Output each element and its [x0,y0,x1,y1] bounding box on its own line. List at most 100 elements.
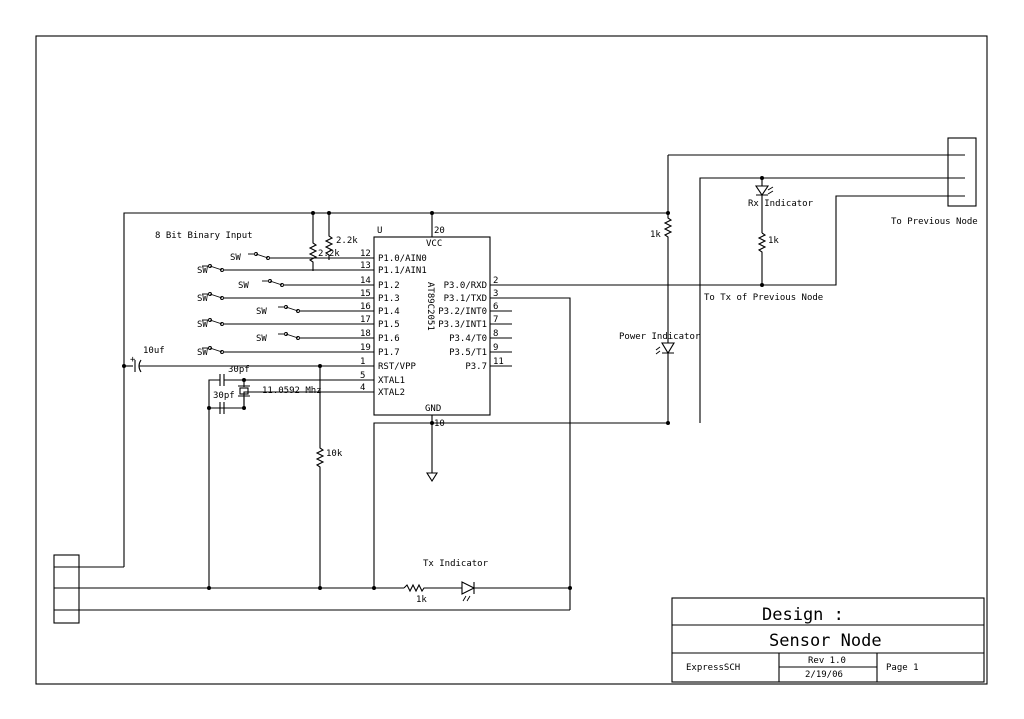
r10k-label: 10k [326,449,343,459]
switch-blade [255,253,269,259]
rx-indicator: Rx Indicator 1k To Tx of Previous Node [490,176,948,423]
switch-label: SW [256,307,267,317]
switch-contact [296,336,300,340]
pot-value: 2.2k [318,249,340,259]
r1k-left-label: 1k [650,230,661,240]
page-number: Page 1 [886,663,919,673]
title-block: Design : Sensor Node ExpressSCH Rev 1.0 … [671,597,985,683]
switch-label: SW [197,294,208,304]
switch-contact [208,292,212,296]
design-name: Sensor Node [769,631,882,651]
switch-contact [208,346,212,350]
chip-pin-number: 14 [360,276,371,286]
tool-name: ExpressSCH [686,663,740,673]
chip-pin-number: 1 [360,357,365,367]
binary-input-label: 8 Bit Binary Input [155,231,253,241]
chip-vcc-pin: 20 [434,226,445,236]
chip-pin-number: 9 [493,343,498,353]
chip-gnd-pin: 10 [434,419,445,429]
to-previous-node-label: To Previous Node [891,217,978,227]
switch-contact [266,256,270,260]
switch-blade [209,293,223,299]
chip-pin-name: P3.5/T1 [449,348,487,358]
chip-pin-name: P3.3/INT1 [438,320,487,330]
r1k-tx-label: 1k [416,595,427,605]
power-indicator-label: Power Indicator [619,332,701,342]
switch-label: SW [197,266,208,276]
switch-contact [208,318,212,322]
switch-label: SW [238,281,249,291]
switch-label: SW [197,320,208,330]
rx-indicator-label: Rx Indicator [748,199,814,209]
revision: Rev 1.0 [808,656,846,666]
reset-network: 10uf + 10k [122,346,374,588]
switch-contact [220,268,224,272]
chip-pin-name: P3.0/RXD [444,281,487,291]
switch-bank: SW SW SW SW SW SW SW SW [197,252,346,358]
chip-pin-number: 16 [360,302,371,312]
switch-blade [285,306,299,312]
chip-pin-number: 19 [360,343,371,353]
switch-blade [285,333,299,339]
chip-pin-name: P3.4/T0 [449,334,487,344]
chip-pin-name: P1.5 [378,320,400,330]
tx-indicator: 1k Tx Indicator [403,297,571,610]
chip-pin-number: 2 [493,276,498,286]
switch-label: SW [230,253,241,263]
switch-contact [284,332,288,336]
power-indicator: 1k Power Indicator [619,155,701,423]
chip-pin-number: 11 [493,357,504,367]
chip-pin-name: P3.7 [465,362,487,372]
switch-contact [280,283,284,287]
cap-30pf-bottom-label: 30pf [213,391,235,401]
chip-ref: U [377,226,382,236]
cap-30pf-top-label: 30pf [228,365,250,375]
switch-contact [220,350,224,354]
chip-pin-name: RST/VPP [378,362,417,372]
switch-blade [209,319,223,325]
switch-contact [220,322,224,326]
to-tx-previous-label: To Tx of Previous Node [704,293,823,303]
chip-pin-number: 6 [493,302,498,312]
chip-name: AT89C2051 [425,282,435,331]
chip-pin-number: 4 [360,383,365,393]
cap-10uf-label: 10uf [143,346,165,356]
switch-label: SW [256,334,267,344]
chip-pin-number: 17 [360,315,371,325]
date: 2/19/06 [805,670,843,680]
switch-blade [269,280,283,286]
r1k-rx-label: 1k [768,236,779,246]
switch-blade [209,265,223,271]
crystal-network: 30pf 30pf 11.0592 Mhz [207,365,374,588]
pullup-resistors: 2.2k 2.2k [308,213,358,271]
switch-contact [268,279,272,283]
chip-pin-number: 7 [493,315,498,325]
chip-pin-name: P1.2 [378,281,400,291]
chip-pin-name: P1.0/AIN0 [378,254,427,264]
chip-vcc: VCC [426,239,442,249]
chip-pin-name: XTAL2 [378,388,405,398]
switch-contact [284,305,288,309]
chip-pin-number: 18 [360,329,371,339]
tx-indicator-label: Tx Indicator [423,559,489,569]
chip-pin-name: P1.6 [378,334,400,344]
switch-contact [220,296,224,300]
chip-pin-name: P1.3 [378,294,400,304]
switch-blade [209,347,223,353]
chip-pin-number: 5 [360,371,365,381]
chip-pin-name: P3.2/INT0 [438,307,487,317]
switch-contact [296,309,300,313]
switch-label: SW [197,348,208,358]
chip-pin-name: P3.1/TXD [444,294,487,304]
chip-pin-name: P1.4 [378,307,400,317]
design-label: Design : [762,605,844,625]
switch-contact [254,252,258,256]
chip-pin-name: P1.1/AIN1 [378,266,427,276]
pullup-value: 2.2k [336,236,358,246]
chip-pin-number: 13 [360,261,371,271]
drawing-border [35,35,988,685]
chip-pin-number: 8 [493,329,498,339]
chip-gnd: GND [425,404,441,414]
crystal-label: 11.0592 Mhz [262,386,322,396]
